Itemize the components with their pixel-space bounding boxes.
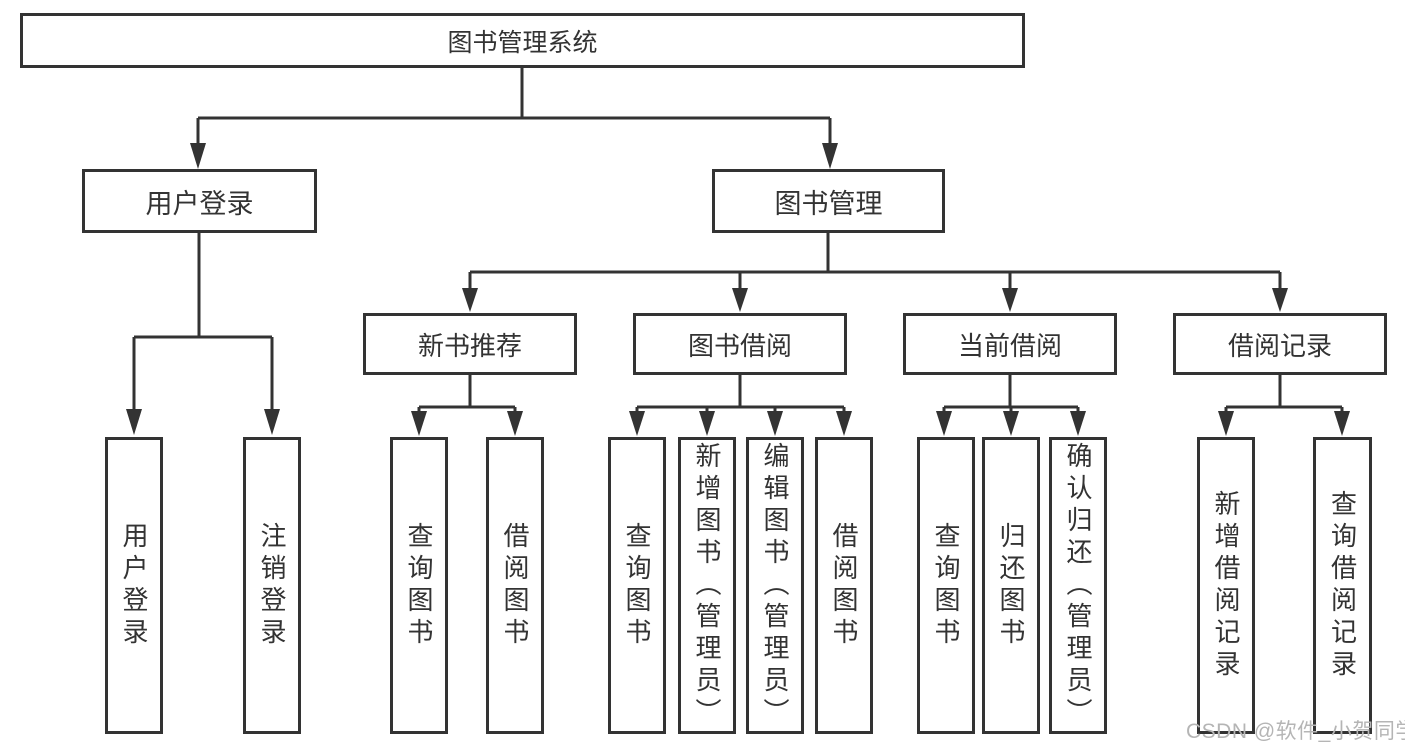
connector-user-login-children	[126, 233, 280, 435]
node-leaf-query-book-3: 查询图书	[917, 437, 975, 734]
arrowhead-icon	[126, 409, 142, 435]
arrowhead-icon	[1272, 288, 1288, 312]
node-leaf-confirm-return-label: 确认归还（管理员）	[1063, 441, 1093, 730]
node-leaf-add-book-label: 新增图书（管理员）	[692, 441, 722, 730]
connector-book-mgmt-children	[462, 233, 1288, 312]
node-leaf-borrow-book-2: 借阅图书	[815, 437, 873, 734]
arrowhead-icon	[411, 411, 427, 436]
node-new-book-rec-label: 新书推荐	[417, 330, 522, 361]
arrowhead-icon	[1002, 288, 1018, 312]
node-leaf-edit-book: 编辑图书（管理员）	[746, 437, 804, 734]
arrowhead-icon	[190, 143, 206, 169]
arrowhead-icon	[1334, 411, 1350, 436]
node-leaf-confirm-return: 确认归还（管理员）	[1049, 437, 1107, 734]
node-root: 图书管理系统	[20, 13, 1025, 68]
node-current-borrow: 当前借阅	[903, 313, 1117, 375]
node-book-mgmt: 图书管理	[712, 169, 945, 233]
node-borrow-records: 借阅记录	[1173, 313, 1387, 375]
node-leaf-query-book-2: 查询图书	[608, 437, 666, 734]
arrowhead-icon	[629, 411, 645, 436]
node-leaf-logout-label: 注销登录	[257, 521, 287, 650]
node-leaf-query-book-1: 查询图书	[390, 437, 448, 734]
node-user-login: 用户登录	[82, 169, 317, 233]
node-leaf-query-book-2-label: 查询图书	[622, 521, 652, 650]
node-leaf-query-book-1-label: 查询图书	[404, 521, 434, 650]
node-leaf-borrow-book-1-label: 借阅图书	[500, 521, 530, 650]
node-leaf-add-record: 新增借阅记录	[1197, 437, 1255, 734]
node-leaf-query-record-label: 查询借阅记录	[1327, 489, 1358, 682]
arrowhead-icon	[767, 411, 783, 436]
arrowhead-icon	[1070, 411, 1086, 436]
arrowhead-icon	[732, 288, 748, 312]
arrowhead-icon	[836, 411, 852, 436]
connector-book-borrow-children	[629, 375, 852, 436]
connector-current-borrow-children	[936, 375, 1086, 436]
node-leaf-user-login-label: 用户登录	[119, 521, 149, 650]
node-leaf-logout: 注销登录	[243, 437, 301, 734]
arrowhead-icon	[507, 411, 523, 436]
node-leaf-borrow-book-2-label: 借阅图书	[829, 521, 859, 650]
connector-new-book-rec-children	[411, 375, 523, 436]
arrowhead-icon	[699, 411, 715, 436]
node-leaf-add-record-label: 新增借阅记录	[1211, 489, 1241, 682]
arrowhead-icon	[264, 409, 280, 435]
arrowhead-icon	[822, 143, 838, 169]
arrowhead-icon	[1003, 411, 1019, 436]
node-root-label: 图书管理系统	[447, 28, 598, 57]
connector-borrow-records-children	[1218, 375, 1350, 436]
connector-root-to-level2	[190, 68, 838, 169]
node-book-borrow-label: 图书借阅	[687, 330, 792, 361]
node-leaf-edit-book-label: 编辑图书（管理员）	[760, 441, 790, 730]
node-leaf-query-book-3-label: 查询图书	[931, 521, 961, 650]
arrowhead-icon	[462, 288, 478, 312]
node-borrow-records-label: 借阅记录	[1227, 330, 1332, 361]
node-leaf-borrow-book-1: 借阅图书	[486, 437, 544, 734]
node-book-borrow: 图书借阅	[633, 313, 847, 375]
arrowhead-icon	[936, 411, 952, 436]
arrowhead-icon	[1218, 411, 1234, 436]
node-leaf-add-book: 新增图书（管理员）	[678, 437, 736, 734]
node-user-login-label: 用户登录	[145, 188, 254, 219]
node-leaf-return-book-label: 归还图书	[996, 521, 1026, 650]
node-current-borrow-label: 当前借阅	[957, 330, 1062, 361]
watermark: CSDN @软件_小贺同学	[1186, 720, 1405, 743]
node-leaf-user-login: 用户登录	[105, 437, 163, 734]
node-leaf-query-record: 查询借阅记录	[1313, 437, 1372, 734]
node-new-book-rec: 新书推荐	[363, 313, 577, 375]
node-leaf-return-book: 归还图书	[982, 437, 1040, 734]
node-book-mgmt-label: 图书管理	[774, 188, 883, 219]
